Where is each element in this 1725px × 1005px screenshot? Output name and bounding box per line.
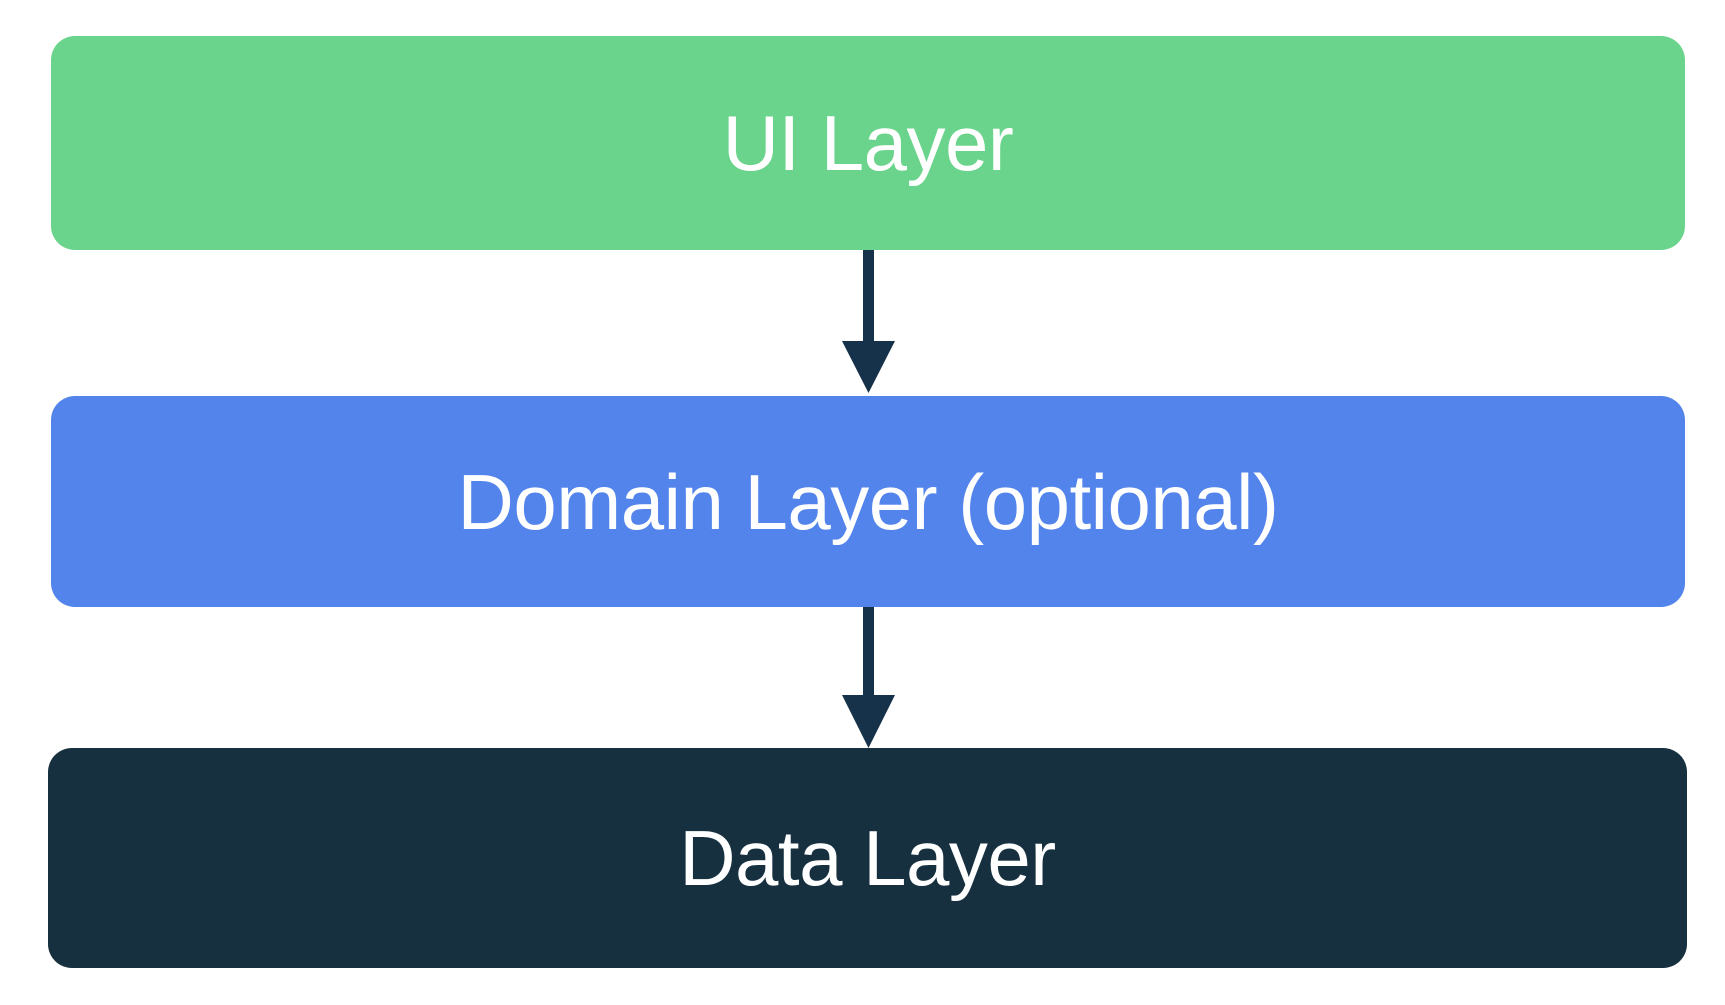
layer-label-domain-layer: Domain Layer (optional)	[457, 457, 1279, 546]
layer-label-data-layer: Data Layer	[679, 814, 1056, 902]
layer-box-data-layer: Data Layer	[48, 748, 1687, 968]
layer-box-domain-layer: Domain Layer (optional)	[51, 396, 1685, 607]
layer-label-ui-layer: UI Layer	[722, 99, 1014, 187]
layer-box-ui-layer: UI Layer	[51, 36, 1685, 250]
